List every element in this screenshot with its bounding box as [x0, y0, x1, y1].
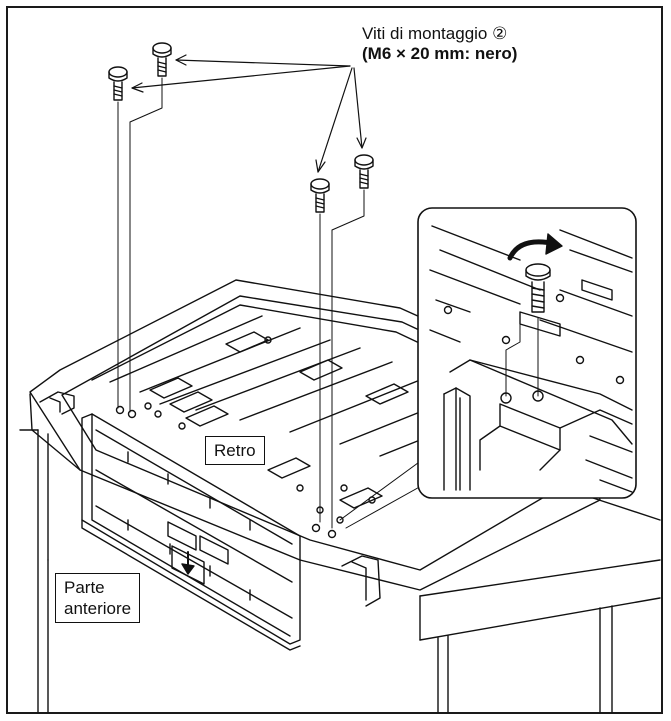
mounting-screws-label: Viti di montaggio ② (M6 × 20 mm: nero) [362, 24, 517, 64]
rear-label: Retro [205, 436, 265, 465]
guide-lines [117, 77, 365, 529]
front-label-line1: Parte [64, 578, 105, 597]
screw-icon [108, 42, 374, 213]
callout-arrows [131, 54, 367, 173]
front-label-line2: anteriore [64, 599, 132, 618]
stand-bracket [81, 413, 301, 651]
rotation-arrow-icon [507, 233, 563, 261]
mounting-screws-label-line1: Viti di montaggio ② [362, 24, 508, 43]
mounting-screws-label-line2: (M6 × 20 mm: nero) [362, 44, 518, 63]
detail-inset [417, 207, 637, 499]
diagram-frame [6, 6, 663, 714]
front-label: Parte anteriore [55, 573, 141, 623]
down-arrow-icon [181, 551, 195, 575]
table [19, 393, 661, 713]
